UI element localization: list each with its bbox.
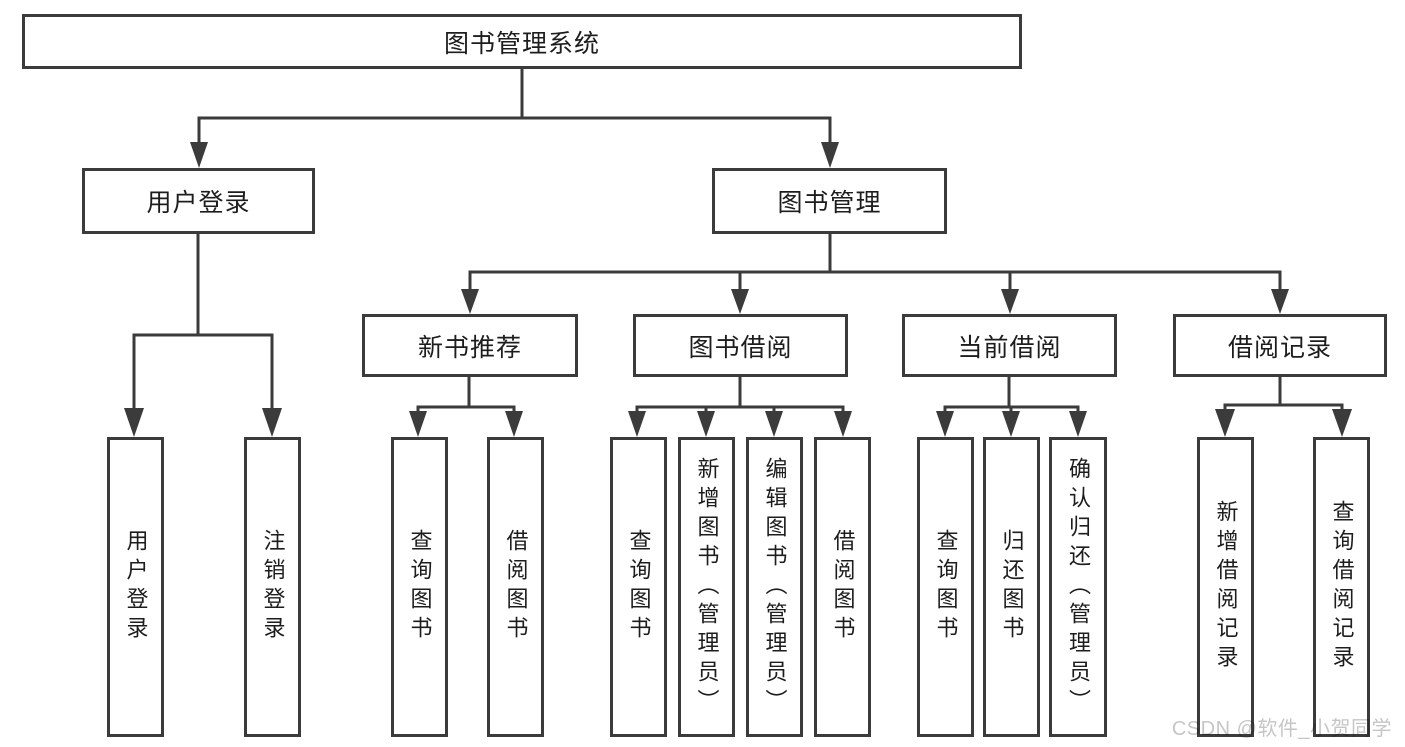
leaf-query-books-current: 查询图书 [917,437,974,737]
leaf-return-books: 归还图书 [983,437,1040,737]
leaf-borrow-books-borrowing: 借阅图书 [814,437,871,737]
leaf-borrow-books-recommend: 借阅图书 [487,437,544,737]
leaf-logout: 注销登录 [244,437,301,737]
leaf-add-books-admin: 新增图书（管理员） [678,437,735,737]
node-current-borrowing: 当前借阅 [902,314,1117,377]
leaf-add-borrow-record: 新增借阅记录 [1197,437,1254,737]
leaf-user-login: 用户登录 [107,437,164,737]
leaf-edit-books-admin: 编辑图书（管理员） [746,437,803,737]
node-user-login: 用户登录 [82,168,315,234]
leaf-query-books-recommend: 查询图书 [391,437,448,737]
node-book-management: 图书管理 [712,168,947,234]
csdn-watermark: CSDN @软件_小贺同学 [1171,718,1392,740]
node-borrowing-records: 借阅记录 [1173,314,1387,377]
arrowheads [124,142,1352,437]
node-new-book-recommend: 新书推荐 [362,314,578,377]
leaf-confirm-return-admin: 确认归还（管理员） [1049,437,1107,737]
leaf-query-books-borrowing: 查询图书 [610,437,667,737]
leaf-query-borrow-record: 查询借阅记录 [1313,437,1370,737]
node-book-borrowing: 图书借阅 [633,314,848,377]
node-library-management-system: 图书管理系统 [22,14,1022,69]
